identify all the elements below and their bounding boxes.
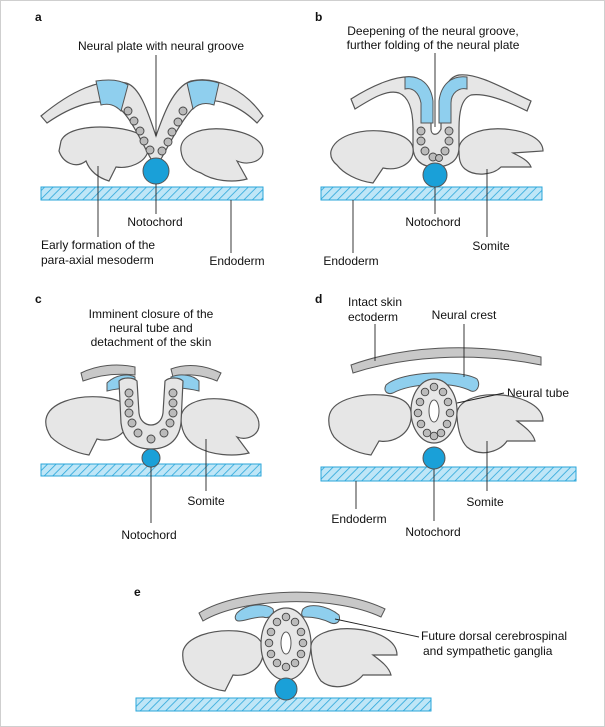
neural-crest-a-left [95, 79, 129, 112]
somite-left [58, 126, 150, 182]
neural-canal-d [428, 399, 440, 423]
notochord-a [142, 157, 170, 185]
somite-e-left [182, 630, 264, 692]
closure-label-2: neural tube and [109, 321, 192, 335]
neural-cells-e [264, 612, 308, 672]
notochord-label-c: Notochord [121, 528, 176, 542]
panel-b: b Deepening of the neural groove, furthe… [315, 10, 544, 268]
neural-crest-b-right [438, 76, 468, 124]
neural-cells-a [123, 106, 188, 156]
ganglia-e-left [234, 604, 274, 622]
panel-c-letter: c [35, 292, 42, 306]
notochord-d [422, 446, 446, 470]
endoderm-label-d: Endoderm [331, 512, 386, 526]
neural-plate-label: Neural plate with neural groove [78, 39, 244, 53]
somite-c-right [180, 398, 260, 456]
endoderm-label-a: Endoderm [209, 254, 264, 268]
somite-d-left [328, 394, 412, 456]
neural-crest-a-right [186, 79, 220, 110]
mesoderm-label-a-1: Early formation of the [41, 238, 155, 252]
somite-b-right [458, 128, 544, 175]
notochord-e [274, 677, 298, 701]
skin-label-2: ectoderm [348, 310, 398, 324]
endoderm-label-b: Endoderm [323, 254, 378, 268]
neural-canal-e [280, 631, 292, 655]
panel-d-letter: d [315, 292, 322, 306]
somite-label-b: Somite [472, 239, 510, 253]
panel-b-letter: b [315, 10, 322, 24]
panel-a: a Neural plate with neural groove Notoch… [35, 10, 265, 268]
leader-ganglia-e [334, 618, 420, 638]
skin-c-left [80, 364, 136, 382]
somite-label-c: Somite [187, 494, 225, 508]
closure-label-1: Imminent closure of the [89, 307, 214, 321]
endoderm-band-d [320, 466, 577, 482]
endoderm-band-a [40, 186, 264, 201]
notochord-b [422, 162, 448, 188]
notochord-label-d: Notochord [405, 525, 460, 539]
endoderm-band-b [320, 186, 543, 201]
ganglia-label-2: and sympathetic ganglia [423, 644, 553, 658]
somite-e-right [310, 628, 398, 688]
skin-ectoderm-d [350, 347, 542, 374]
notochord-c [141, 448, 161, 468]
ganglia-label-1: Future dorsal cerebrospinal [421, 629, 567, 643]
panel-c: c Imminent closure of the neural tube an… [35, 292, 262, 542]
deepening-label-1: Deepening of the neural groove, [347, 24, 518, 38]
skin-label-1: Intact skin [348, 295, 402, 309]
neural-cells-d [413, 382, 455, 441]
skin-arc-e [198, 591, 386, 622]
leader-neural-tube-d [456, 392, 505, 404]
somite-label-d: Somite [466, 495, 504, 509]
somite-c-left [45, 396, 130, 456]
panel-d: d Intact skin ectoderm Neural crest Neur… [315, 292, 577, 539]
panel-e-letter: e [134, 585, 141, 599]
notochord-label-a: Notochord [127, 215, 182, 229]
neural-crest-label-d: Neural crest [432, 308, 497, 322]
neural-crest-b-left [404, 76, 434, 124]
ganglia-e-right [301, 605, 340, 624]
somite-right [180, 128, 264, 182]
neural-cells-b [416, 126, 454, 162]
panel-e: e Future dorsal cerebrospinal and sympat… [134, 585, 567, 712]
mesoderm-label-a-2: para-axial mesoderm [41, 253, 154, 267]
somite-d-right [456, 394, 544, 454]
neural-tube-label-d: Neural tube [507, 386, 569, 400]
closure-label-3: detachment of the skin [91, 335, 212, 349]
deepening-label-2: further folding of the neural plate [347, 38, 520, 52]
somite-b-left [330, 130, 414, 184]
neural-cells-c [124, 388, 178, 444]
panel-a-letter: a [35, 10, 42, 24]
notochord-label-b: Notochord [405, 215, 460, 229]
